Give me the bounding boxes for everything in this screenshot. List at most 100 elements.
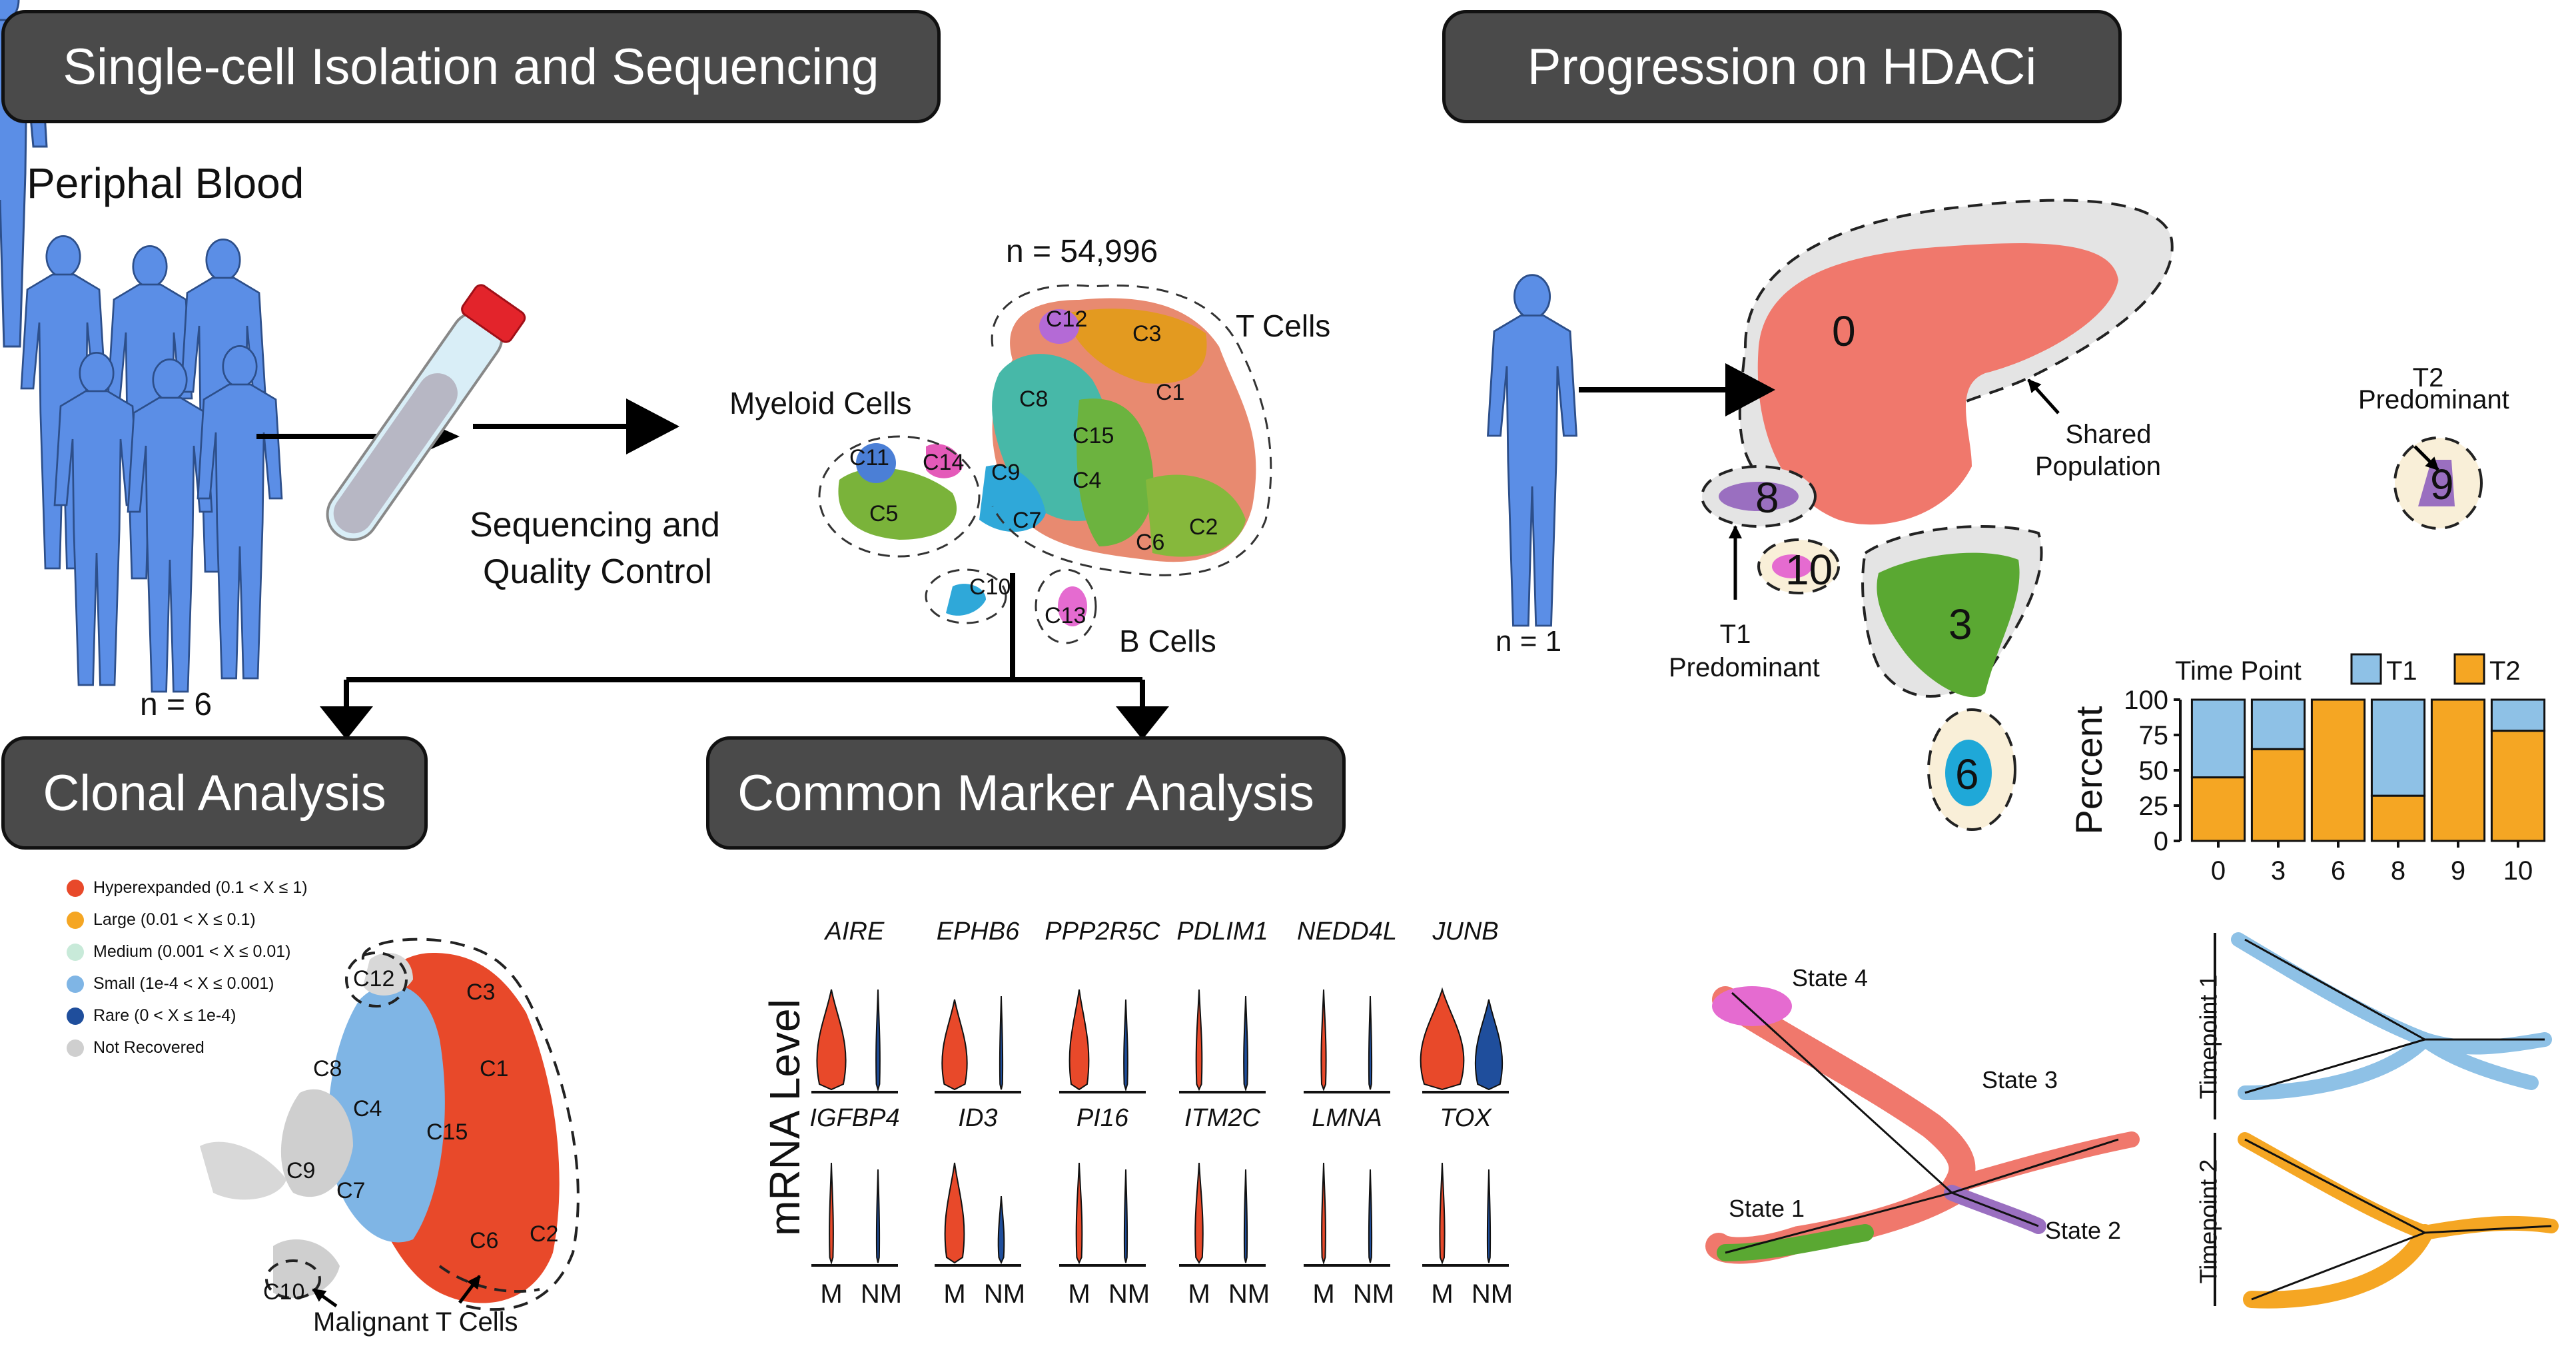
violin-nm [1243,1169,1248,1263]
cell-count: n = 54,996 [1006,234,1158,269]
violin-y-label: mRNA Level [760,999,809,1236]
clonal-cluster-c9: C9 [286,1158,316,1183]
legend-label: Not Recovered [93,1038,205,1057]
progression-cluster-9: 9 [2430,460,2454,508]
violin-nm [1474,999,1503,1091]
legend-swatch [67,1007,84,1025]
test-tube-icon [326,284,526,541]
violin-nm [1123,1169,1128,1263]
violin-m [816,989,847,1091]
bar-legend-swatch [2453,653,2485,685]
gene-label: ID3 [958,1104,997,1132]
violin-nm [1486,1169,1492,1263]
violin-nm [875,1169,881,1263]
cluster-label-c6: C6 [1136,530,1165,555]
group-label-nm: NM [1472,1279,1513,1309]
clonal-legend-item: Medium (0.001 < X ≤ 0.01) [67,942,291,962]
t1-label-line2: Predominant [1669,653,1820,682]
violin-m [1194,1162,1204,1264]
violin-nm [997,1195,1005,1265]
group-label-m: M [1431,1279,1453,1309]
blood-source-label: Periphal Blood [27,159,304,207]
bar-y-tick-label: 25 [2139,792,2169,821]
bar-y-tick-label: 50 [2139,756,2169,786]
clonal-cluster-c1: C1 [480,1056,509,1081]
group-label-nm: NM [1108,1279,1150,1309]
progression-cluster-3: 3 [1948,600,1972,648]
legend-label: Large (0.01 < X ≤ 0.1) [93,910,256,929]
state2-label: State 2 [2045,1217,2122,1244]
violin-m [1439,1162,1446,1265]
legend-swatch [67,879,84,897]
clonal-umap [200,938,580,1311]
sequencing-line2: Quality Control [483,552,712,591]
timepoint2-label: Timepoint 2 [2194,1159,2222,1284]
cluster-label-c2: C2 [1189,514,1218,540]
timepoint1-label: Timepoint 1 [2194,974,2222,1099]
clonal-cluster-c8: C8 [313,1056,342,1081]
cluster-label-c9: C9 [991,460,1021,485]
legend-swatch [67,911,84,929]
legend-label: Small (1e-4 < X ≤ 0.001) [93,974,274,993]
violin-m [941,999,968,1091]
cluster-label-c10: C10 [969,574,1011,600]
cluster-label-c15: C15 [1073,423,1114,448]
progression-cluster-10: 10 [1785,546,1833,594]
cluster-label-c8: C8 [1019,386,1049,412]
shared-label-line1: Shared [2065,420,2152,449]
bar-segment-t1 [2370,698,2426,797]
t2-label-line1: T2 [2412,363,2444,392]
clonal-cluster-c10: C10 [263,1279,305,1305]
bar-x-tick-label: 0 [2211,856,2226,886]
marker-banner: Common Marker Analysis [706,736,1346,850]
shared-arrow [2027,378,2060,414]
clonal-legend-item: Hyperexpanded (0.1 < X ≤ 1) [67,878,308,898]
violin-m [944,1162,965,1264]
group-label-m: M [1188,1279,1210,1309]
gene-label: LMNA [1312,1104,1382,1132]
legend-label: Hyperexpanded (0.1 < X ≤ 1) [93,878,308,897]
bar-segment-t2 [2310,698,2366,842]
bar-segment-t1 [2490,698,2546,732]
clonal-cluster-c7: C7 [336,1178,366,1203]
t2-arrow [2413,445,2439,471]
gene-label: IGFBP4 [809,1104,899,1132]
progression-cluster-0: 0 [1832,307,1856,355]
clonal-legend-item: Small (1e-4 < X ≤ 0.001) [67,974,274,994]
b-cells-label: B Cells [1119,624,1216,658]
group-label-m: M [1068,1279,1090,1309]
legend-label: Medium (0.001 < X ≤ 0.01) [93,942,291,961]
progression-banner: Progression on HDACi [1442,10,2122,123]
timepoint-panels [2214,932,2559,1309]
bar-legend-label: T2 [2489,656,2521,686]
group-label-nm: NM [861,1279,902,1309]
violin-nm [999,996,1004,1090]
bar-segment-t2 [2190,776,2246,842]
cluster-label-c5: C5 [869,501,899,526]
cluster-label-c13: C13 [1045,603,1086,628]
bar-legend-swatch [2350,653,2382,685]
progression-cluster-8: 8 [1755,474,1779,522]
bar-segment-t2 [2490,730,2546,842]
single-patient-icon [1487,274,1577,627]
violin-m [1069,989,1090,1091]
bar-y-tick-label: 75 [2139,721,2169,750]
clonal-cluster-c12: C12 [353,966,395,992]
violin-m [1420,987,1465,1091]
sequencing-line1: Sequencing and [470,506,720,544]
gene-label: JUNB [1432,918,1498,946]
bar-x-tick-label: 6 [2331,856,2346,886]
malignant-label: Malignant T Cells [313,1307,518,1337]
clonal-cluster-c15: C15 [426,1119,468,1145]
violin-nm [1123,999,1128,1092]
cluster-label-c4: C4 [1073,468,1102,493]
legend-swatch [67,1039,84,1057]
bar-segment-t2 [2430,698,2486,842]
state4-label: State 4 [1792,964,1869,992]
isolation-banner: Single-cell Isolation and Sequencing [1,10,941,123]
group-label-m: M [943,1279,965,1309]
bar-y-axis-label: Percent [2068,706,2110,834]
gene-label: PI16 [1076,1104,1129,1132]
clonal-legend-item: Large (0.01 < X ≤ 0.1) [67,910,256,930]
